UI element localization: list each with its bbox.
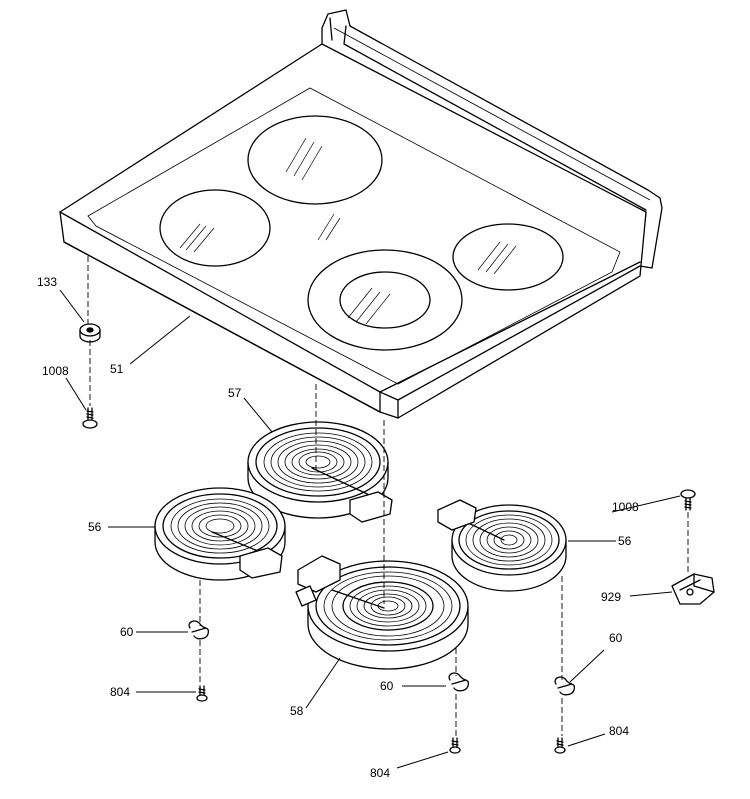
callout-60-right: 60 [609,631,623,645]
screw-1008-right [680,489,696,511]
element-58-dual-radiant [295,555,469,670]
element-57-radiant [247,421,393,523]
assembly-lines [87,256,689,736]
screw-804-right [554,737,566,754]
callout-60-center: 60 [380,679,394,693]
clip-60-right [554,676,576,696]
callout-133: 133 [37,275,57,289]
screw-804-bottom [449,737,461,754]
clip-60-center [448,672,470,692]
callout-804-right: 804 [609,724,629,738]
callout-51: 51 [110,362,124,376]
clip-60-left [188,620,210,640]
callout-58: 58 [290,704,304,718]
callout-56-right: 56 [618,534,632,548]
callout-57: 57 [228,386,242,400]
washer-133 [79,323,101,343]
leader-lines [59,289,681,769]
element-56-left [154,487,286,581]
callout-804-bottom: 804 [370,766,390,780]
cooktop-glass-top [59,9,663,419]
callout-56-left: 56 [88,520,102,534]
callout-labels: 133 1008 51 57 56 1008 56 929 60 60 60 8… [37,275,639,780]
callout-60-left: 60 [120,625,134,639]
screw-1008-left [82,407,98,429]
callout-1008-left: 1008 [42,364,69,378]
bracket-929 [671,573,715,605]
element-56-right [437,499,567,592]
callout-804-left: 804 [110,685,130,699]
callout-929: 929 [601,590,621,604]
callout-1008-right: 1008 [612,500,639,514]
screw-804-left [196,685,208,702]
